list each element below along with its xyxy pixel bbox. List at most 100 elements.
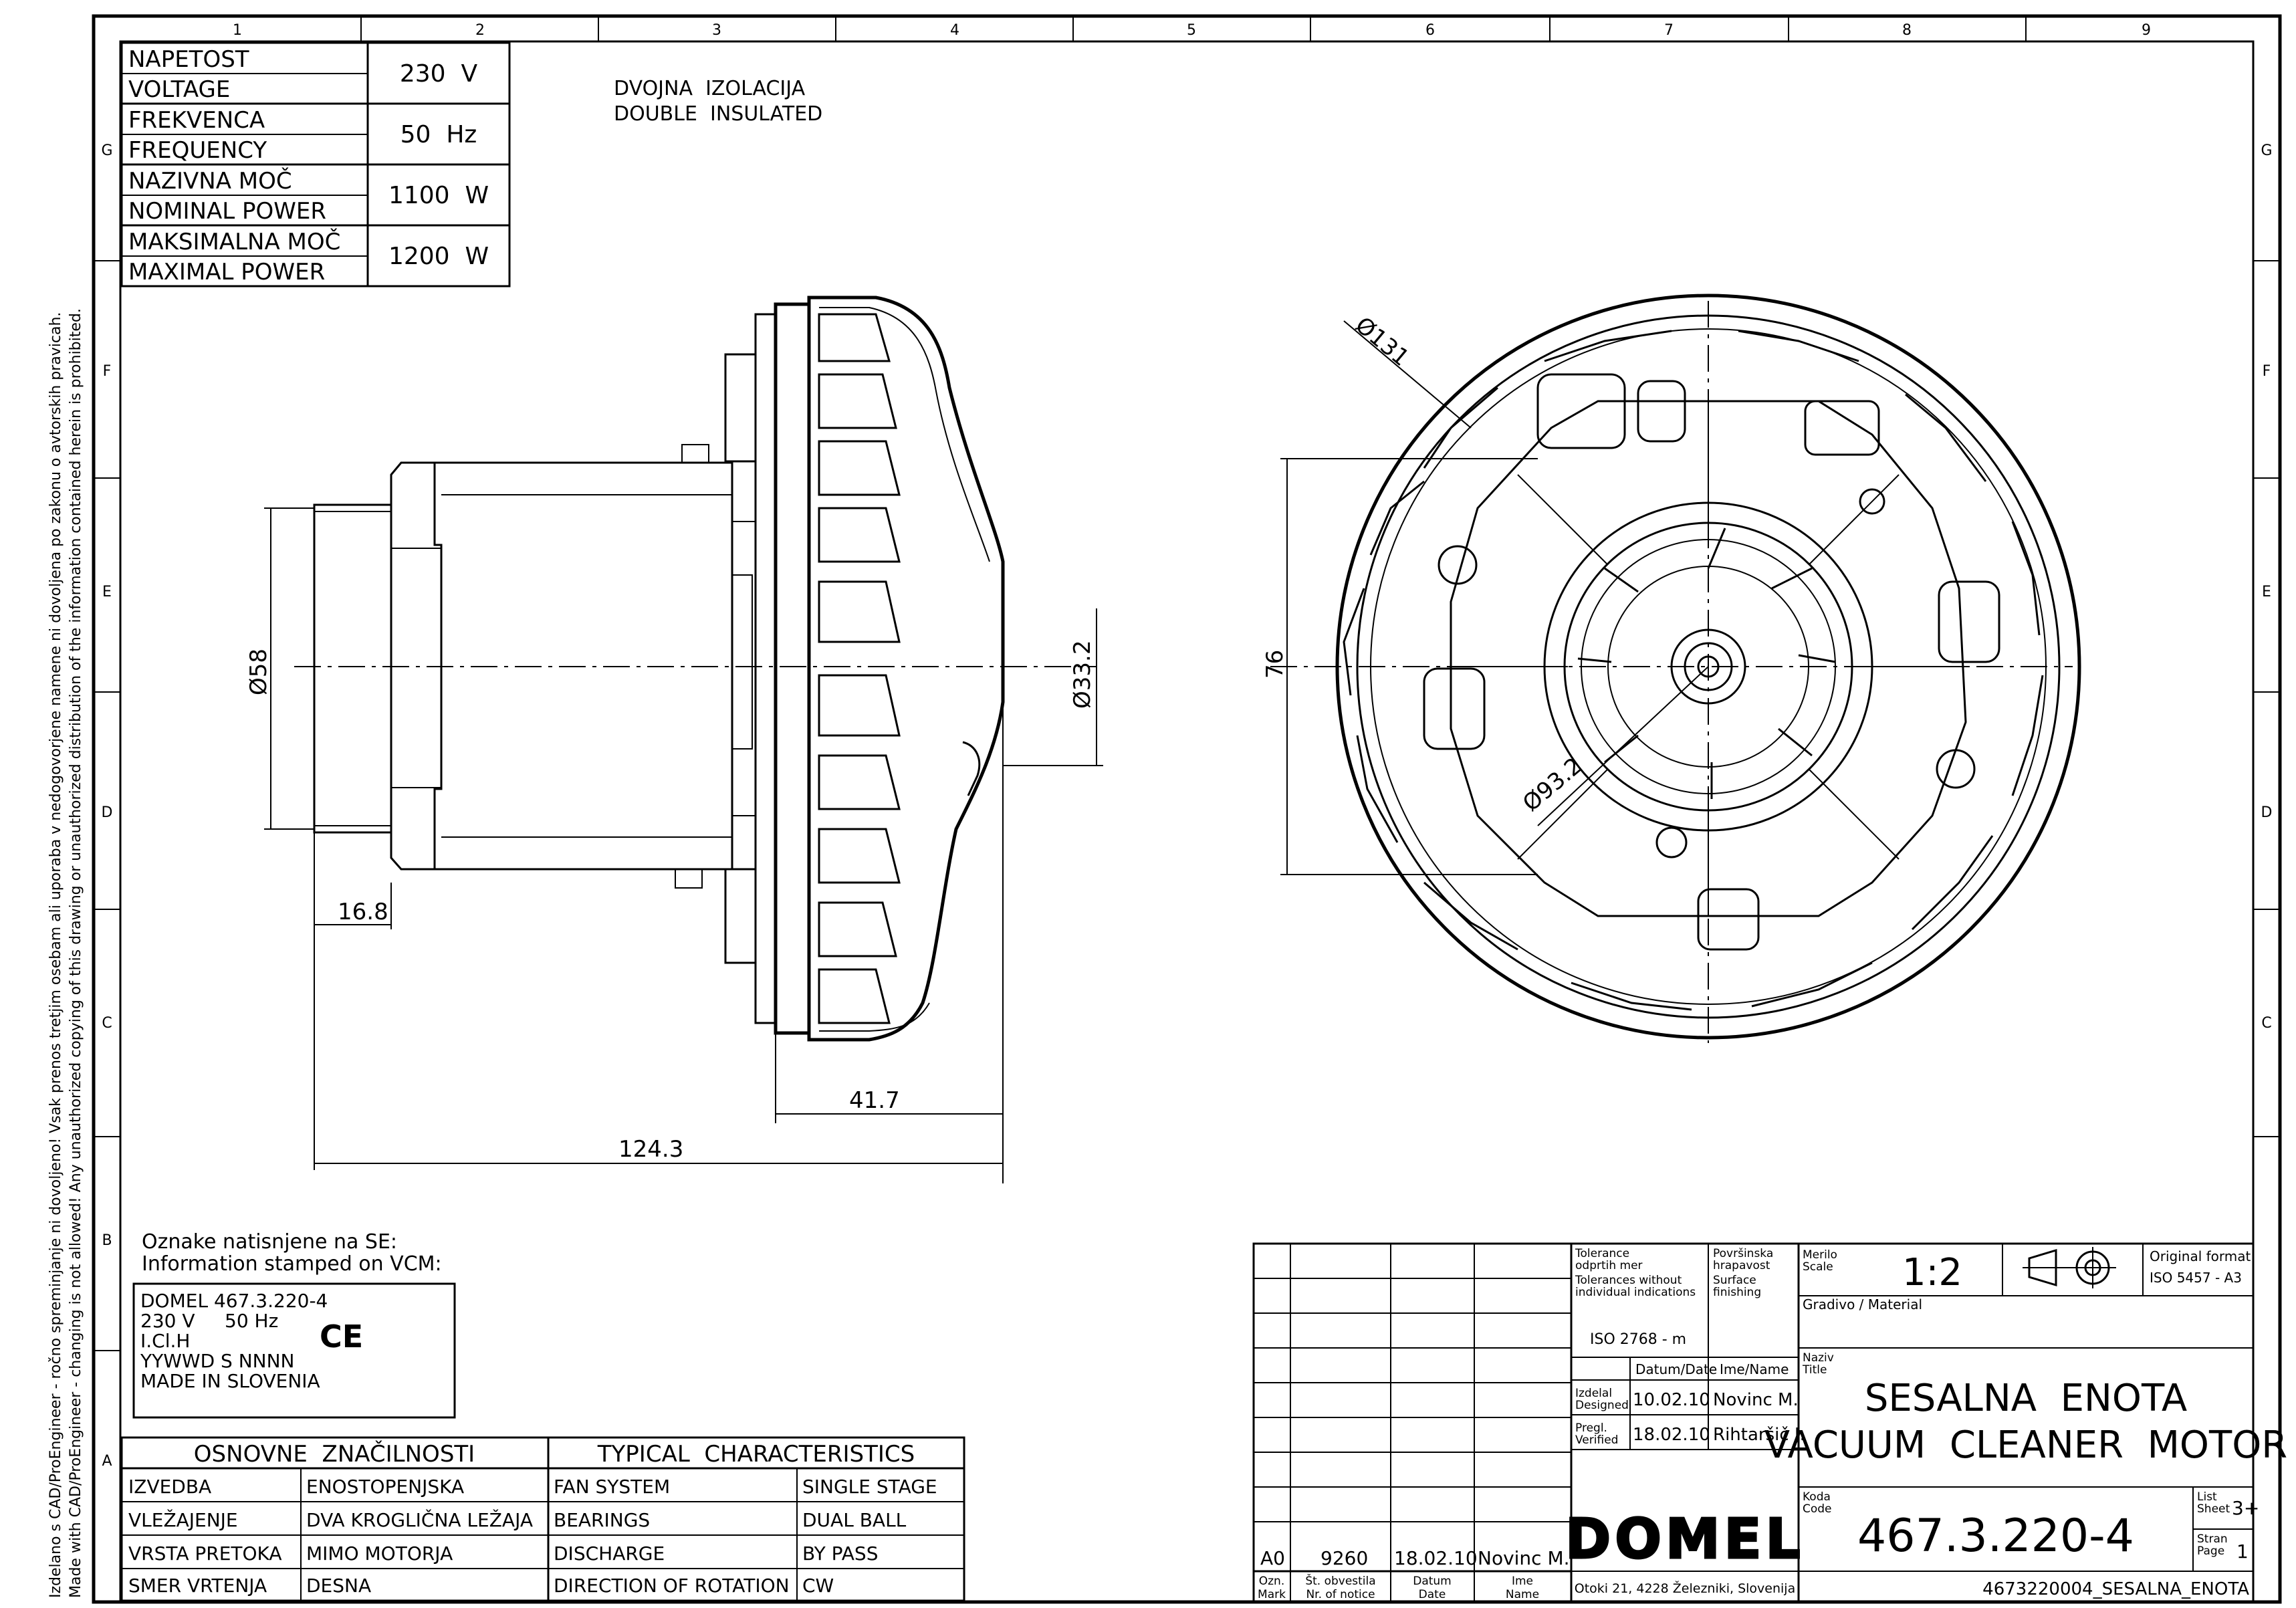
dim-shaft-diameter: Ø58: [245, 649, 272, 695]
rating-label-en: NOMINAL POWER: [128, 198, 326, 225]
designed-label: Designed: [1575, 1399, 1629, 1412]
col-label: 7: [1664, 22, 1674, 39]
dim-shaft-length: 16.8: [338, 899, 388, 925]
ratings-table: NAPETOST VOLTAGE FREKVENCA FREQUENCY NAZ…: [120, 41, 511, 288]
rating-label-sl: NAZIVNA MOČ: [128, 167, 292, 195]
col-label: 3: [712, 22, 721, 39]
rev-hdr: Mark: [1258, 1588, 1286, 1601]
stamp-info: Oznake natisnjene na SE: Information sta…: [132, 1230, 456, 1419]
rev-date: 18.02.10: [1394, 1547, 1478, 1569]
format-value: ISO 5457 - A3: [2150, 1270, 2242, 1286]
stamp-heading-en: Information stamped on VCM:: [142, 1252, 442, 1276]
side-view-dimensions: Ø58 Ø33.2 16.8 41.7 124.3: [245, 507, 1103, 1183]
format-label: Original format: [2150, 1248, 2251, 1264]
dim-overall-length: 124.3: [618, 1136, 683, 1163]
sheet-label: List: [2197, 1490, 2217, 1504]
char-cell: BY PASS: [802, 1542, 878, 1565]
rating-label-sl: MAKSIMALNA MOČ: [128, 228, 340, 255]
tol-label: Tolerance: [1575, 1247, 1629, 1260]
file-name: 4673220004_SESALNA_ENOTA: [1982, 1579, 2249, 1599]
rating-value: 230 V: [400, 60, 478, 88]
title-block: Tolerance odprtih mer Tolerances without…: [1565, 1242, 2287, 1603]
verified-date: 18.02.10: [1633, 1425, 1710, 1445]
row-label: A: [102, 1453, 112, 1470]
row-label: D: [2261, 804, 2273, 821]
scale-label: Merilo: [1803, 1248, 1837, 1262]
dim-outer-diameter: Ø131: [1350, 312, 1414, 372]
code-label: Code: [1803, 1502, 1832, 1516]
surface-label: Površinska: [1713, 1247, 1773, 1260]
scale-value: 1:2: [1902, 1251, 1962, 1294]
col-label: 5: [1187, 22, 1196, 39]
verified-label: Pregl.: [1575, 1421, 1607, 1435]
frame-column-labels: 1 2 3 4 5 6 7 8 9: [233, 22, 2151, 39]
rev-hdr: Št. obvestila: [1305, 1573, 1375, 1588]
rating-label-en: MAXIMAL POWER: [128, 259, 325, 285]
insulation-note: DVOJNA IZOLACIJA DOUBLE INSULATED: [614, 77, 822, 126]
stamp-line: MADE IN SLOVENIA: [140, 1370, 320, 1392]
char-cell: IZVEDBA: [128, 1476, 211, 1498]
tolerance-standard: ISO 2768 - m: [1590, 1331, 1686, 1348]
rating-value: 1200 W: [388, 243, 489, 270]
stamp-line: 230 V 50 Hz: [140, 1310, 278, 1332]
material-label: Gradivo / Material: [1803, 1296, 1922, 1312]
title-label: Title: [1802, 1363, 1827, 1377]
char-cell: ENOSTOPENJSKA: [306, 1476, 464, 1498]
char-cell: BEARINGS: [554, 1509, 650, 1531]
drawing-title-en: VACUUM CLEANER MOTOR: [1764, 1423, 2287, 1467]
char-cell: DUAL BALL: [802, 1509, 907, 1531]
copyright-note-sl: Izdelano s CAD/ProEngineer - ročno sprem…: [47, 312, 64, 1598]
dim-mount-height: 76: [1262, 650, 1288, 679]
rev-hdr: Ozn.: [1259, 1575, 1284, 1588]
stamp-line: YYWWD S NNNN: [140, 1350, 295, 1372]
verified-name: Rihtaršič J.: [1713, 1425, 1805, 1445]
col-label: 6: [1425, 22, 1435, 39]
motor-front-view: [1270, 294, 2081, 1043]
char-cell: DESNA: [306, 1575, 371, 1597]
surface-label: hrapavost: [1713, 1259, 1770, 1272]
domel-logo: DOMEL: [1565, 1508, 1805, 1571]
row-label: F: [103, 363, 112, 380]
title-label: Naziv: [1803, 1351, 1834, 1365]
rev-name: Novinc M.: [1478, 1547, 1570, 1569]
designed-date: 10.02.10: [1633, 1390, 1710, 1410]
tol-label: odprtih mer: [1575, 1259, 1643, 1272]
revision-block: A0 9260 18.02.10 Novinc M. Ozn. Mark Št.…: [1252, 1242, 1573, 1603]
characteristics-table: OSNOVNE ZNAČILNOSTI TYPICAL CHARACTERIST…: [120, 1436, 965, 1602]
sheet-label: Sheet: [2197, 1502, 2230, 1516]
char-cell: VLEŽAJENJE: [128, 1508, 238, 1531]
drawing-title-sl: SESALNA ENOTA: [1865, 1377, 2187, 1420]
rating-value: 1100 W: [388, 182, 489, 209]
scale-label: Scale: [1803, 1260, 1833, 1274]
stamp-line: DOMEL 467.3.220-4: [140, 1290, 328, 1312]
code-label: Koda: [1803, 1490, 1831, 1504]
char-cell: SINGLE STAGE: [802, 1476, 937, 1498]
surface-label: finishing: [1713, 1286, 1761, 1299]
row-label: C: [2261, 1015, 2271, 1032]
rev-hdr: Name: [1506, 1588, 1539, 1601]
row-label: G: [101, 142, 112, 159]
dim-inlet-diameter: Ø93.2: [1518, 752, 1587, 817]
row-label: B: [102, 1232, 112, 1249]
rating-label-sl: FREKVENCA: [128, 107, 265, 134]
company-address: Otoki 21, 4228 Železniki, Slovenija: [1575, 1581, 1795, 1596]
copyright-note-en: Made with CAD/ProEngineer - changing is …: [68, 308, 84, 1598]
rating-value: 50 Hz: [400, 121, 477, 148]
dim-fan-length: 41.7: [849, 1087, 900, 1114]
char-cell: SMER VRTENJA: [128, 1575, 267, 1597]
col-label: 4: [950, 22, 959, 39]
page-label: Stran: [2197, 1532, 2228, 1546]
page-label: Page: [2197, 1544, 2224, 1558]
rev-mark: A0: [1260, 1547, 1285, 1569]
row-label: G: [2261, 142, 2272, 159]
name-header: Ime/Name: [1720, 1361, 1789, 1377]
surface-label: Surface: [1713, 1274, 1756, 1287]
stamp-heading-sl: Oznake natisnjene na SE:: [142, 1230, 397, 1254]
rev-notice: 9260: [1321, 1547, 1368, 1569]
ce-mark: CE: [320, 1318, 363, 1355]
char-cell: DVA KROGLIČNA LEŽAJA: [306, 1508, 533, 1531]
tol-label: individual indications: [1575, 1286, 1696, 1299]
tol-label: Tolerances without: [1575, 1274, 1682, 1287]
col-label: 9: [2142, 22, 2151, 39]
row-label: E: [102, 584, 112, 600]
